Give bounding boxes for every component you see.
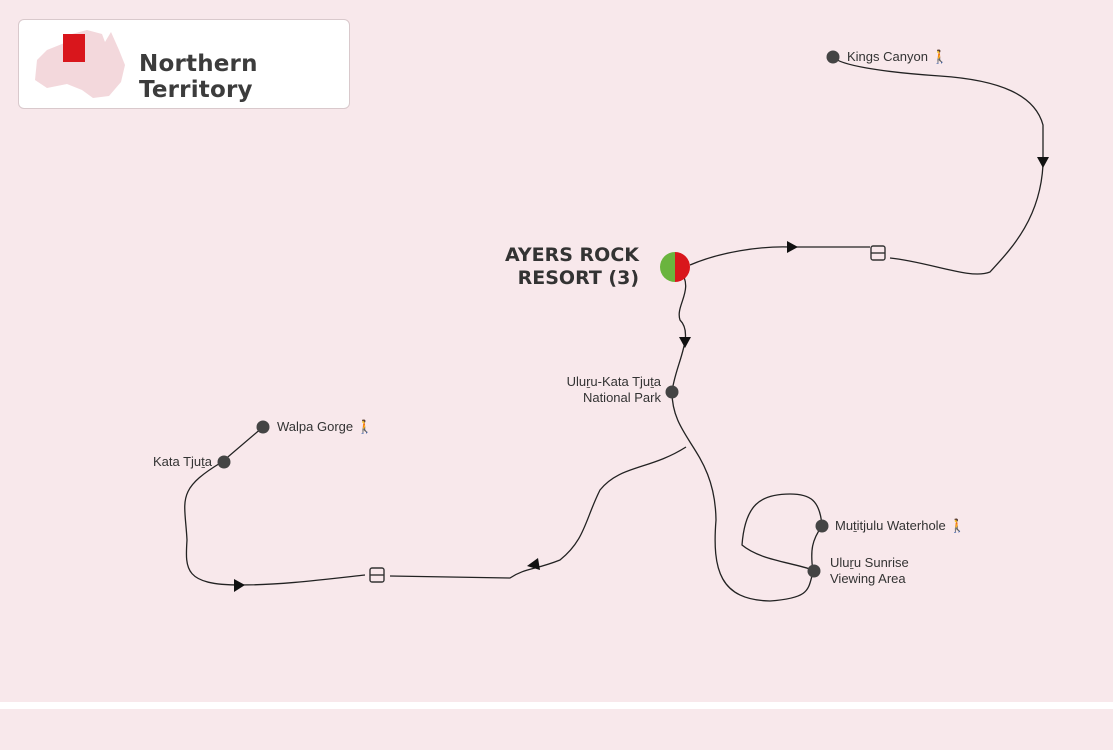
stop-name-line1: Uluṟu-Kata Tjuṯa	[566, 374, 661, 389]
stop-kata-tjuta: Kata Tjuṯa	[130, 454, 212, 470]
hub-name-line1: AYERS ROCK	[505, 244, 640, 266]
region-card: Northern Territory	[18, 19, 350, 109]
hiking-icon: 🚶	[356, 419, 373, 434]
bus-icon	[870, 245, 886, 261]
hub-label: AYERS ROCK RESORT (3)	[505, 244, 639, 290]
hiking-icon: 🚶	[949, 518, 966, 533]
hub-name-line2: RESORT (3)	[517, 267, 640, 289]
australia-map-icon	[35, 30, 125, 98]
stop-marker	[665, 385, 679, 399]
stop-marker	[217, 455, 231, 469]
arrow-icon	[1037, 157, 1049, 168]
divider	[0, 702, 1113, 709]
arrow-icon	[679, 337, 691, 348]
stop-name: Kata Tjuṯa	[152, 454, 212, 469]
stop-marker	[826, 50, 840, 64]
stop-name-line2: Viewing Area	[830, 571, 906, 586]
route-park-sunrise	[671, 391, 823, 602]
stop-walpa-gorge: Walpa Gorge 🚶	[277, 419, 373, 435]
stop-name: Muṯitjulu Waterhole	[835, 518, 946, 533]
arrow-icon	[234, 579, 245, 592]
hiking-icon: 🚶	[931, 49, 948, 64]
region-title: Northern Territory	[139, 51, 258, 103]
stop-name-line2: National Park	[582, 390, 661, 405]
route-park-kata	[184, 426, 687, 586]
stop-kings-canyon: Kings Canyon 🚶	[847, 49, 948, 65]
stop-marker	[815, 519, 829, 533]
stop-marker	[256, 420, 270, 434]
stop-marker	[807, 564, 821, 578]
stop-mutitjulu: Muṯitjulu Waterhole 🚶	[835, 518, 966, 534]
stop-name: Kings Canyon	[847, 49, 928, 64]
route-hub-kings	[689, 56, 1044, 275]
stop-name: Walpa Gorge	[277, 419, 354, 434]
arrow-icon	[527, 558, 540, 570]
stop-name-line1: Uluṟu Sunrise	[830, 555, 909, 570]
arrow-icon	[787, 241, 798, 253]
bus-icon	[369, 567, 385, 583]
route-hub-park	[671, 269, 687, 393]
hub-marker	[660, 252, 690, 282]
